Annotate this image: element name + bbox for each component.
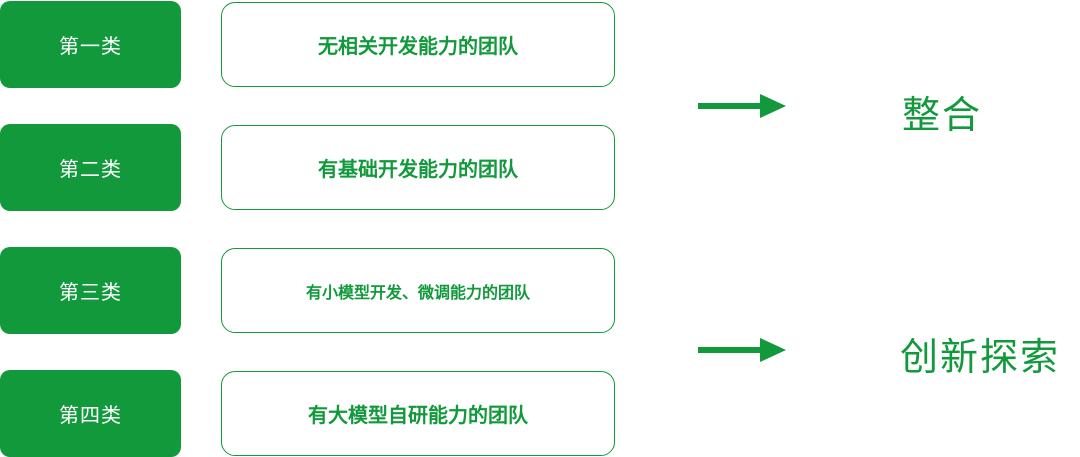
category-box-2: 第二类 (0, 124, 181, 211)
category-box-3: 第三类 (0, 247, 181, 334)
arrow-right-icon (698, 338, 786, 362)
description-label: 无相关开发能力的团队 (318, 34, 518, 58)
arrow-right-icon (698, 94, 786, 118)
outcome-innovate: 创新探索 (900, 335, 1061, 379)
outcome-integrate: 整合 (902, 93, 983, 137)
description-box-1: 无相关开发能力的团队 (221, 2, 615, 87)
description-label: 有小模型开发、微调能力的团队 (305, 282, 530, 302)
category-label: 第二类 (59, 157, 122, 181)
category-box-4: 第四类 (0, 370, 181, 457)
description-box-3: 有小模型开发、微调能力的团队 (221, 248, 615, 333)
description-box-4: 有大模型自研能力的团队 (221, 371, 615, 456)
category-label: 第四类 (59, 403, 122, 427)
description-label: 有大模型自研能力的团队 (308, 403, 528, 427)
category-label: 第一类 (59, 34, 122, 58)
category-box-1: 第一类 (0, 1, 181, 88)
category-label: 第三类 (59, 280, 122, 304)
description-box-2: 有基础开发能力的团队 (221, 125, 615, 210)
description-label: 有基础开发能力的团队 (318, 157, 518, 181)
